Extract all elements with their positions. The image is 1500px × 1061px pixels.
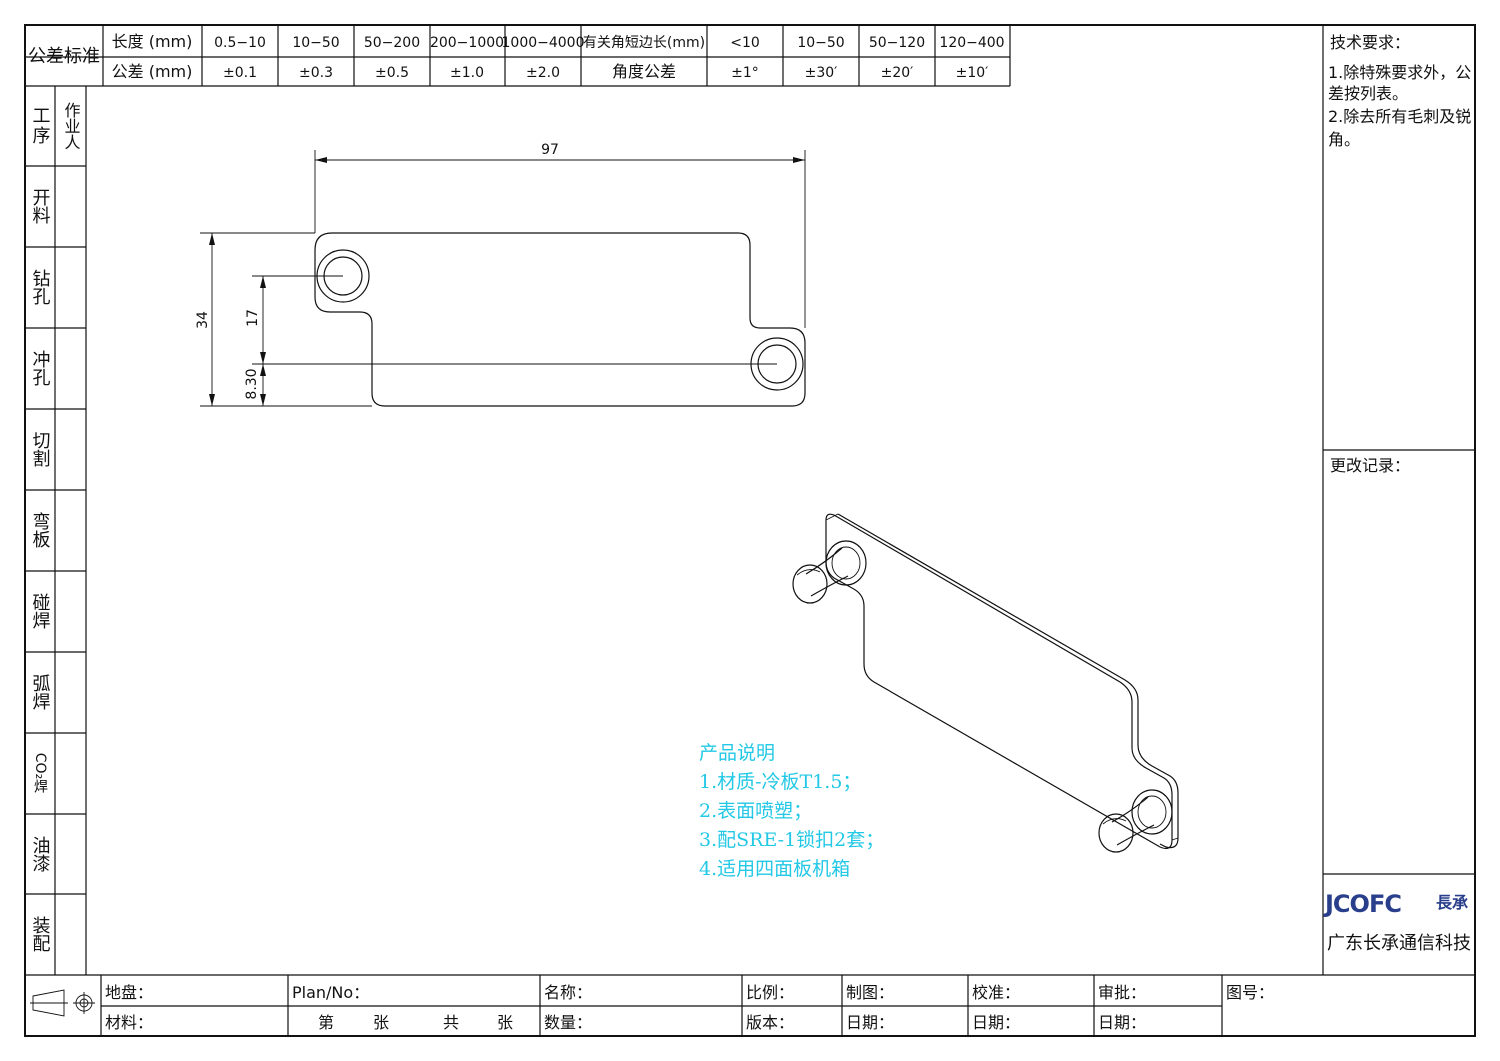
change-record-title: 更改记录： [1330,456,1410,475]
dim-hole-edge: 8.30 [244,368,260,399]
approved-date-label: 日期： [1098,1013,1146,1032]
length-tolerance: ±0.3 [299,65,333,81]
product-note: 产品说明 1.材质-冷板T1.5； 2.表面喷塑； 3.配SRE-1锁扣2套； … [699,742,884,880]
process-step: 弯板 [30,512,51,548]
tolerance-header: 公差 (mm) [112,62,193,81]
sheet-border [24,24,1476,1037]
logo-text: JCOFC [1323,890,1401,918]
company-logo: JCOFC 長承 [1323,890,1468,918]
tech-req-line: 1.除特殊要求外，公 [1328,63,1471,82]
process-step: 弧焊 [30,674,51,710]
dim-height: 34 [195,311,211,329]
projection-symbol-icon [30,989,95,1017]
company-name: 广东长承通信科技 [1327,933,1471,954]
angle-tolerance: ±10′ [956,65,989,81]
process-step: 装配 [30,916,51,952]
angle-range: 50−120 [869,35,925,51]
front-view-drawing: 97 34 17 8.30 [195,142,806,407]
length-tolerance: ±0.5 [375,65,409,81]
process-column: 工序 作业人 开料 钻孔 冲孔 切割 弯板 碰焊 弧焊 CO₂焊 油漆 装配 [25,86,87,975]
logo-chinese: 長承 [1436,893,1468,912]
sheet-unit-label: 张 [373,1013,389,1032]
approved-label: 审批： [1098,983,1146,1002]
length-range: 0.5−10 [214,35,266,51]
tech-req-title: 技术要求： [1330,33,1410,52]
right-panel: 技术要求： 1.除特殊要求外，公 差按列表。 2.除去所有毛刺及锐 角。 更改记… [1322,25,1475,975]
chassis-label: 地盘： [105,983,153,1002]
plan-no-label: Plan/No： [292,983,369,1002]
dim-hole-offset: 17 [245,309,261,327]
process-step: 开料 [30,188,51,224]
angle-tolerance-header: 角度公差 [612,62,676,81]
length-range: 200−1000 [430,35,504,51]
process-header-b: 作业人 [62,102,81,150]
process-step: CO₂焊 [32,753,48,794]
tech-req-line: 2.除去所有毛刺及锐 [1328,107,1471,126]
length-range: 10−50 [292,35,339,51]
sheet-unit-label: 张 [497,1013,513,1032]
sheet-no-label: 第 [318,1013,334,1032]
angle-tolerance: ±1° [731,65,759,81]
scale-label: 比例： [746,983,794,1002]
length-tolerance: ±1.0 [450,65,484,81]
angle-header: 有关角短边长(mm) [583,35,705,51]
quantity-label: 数量： [544,1013,592,1032]
tech-req-line: 差按列表。 [1328,84,1408,103]
angle-tolerance: ±20′ [881,65,914,81]
product-note-line: 2.表面喷塑； [699,800,812,822]
version-label: 版本： [746,1013,794,1032]
process-step: 钻孔 [30,269,51,306]
isometric-view-drawing [792,513,1179,853]
angle-range: <10 [730,35,760,51]
tolerance-title: 公差标准 [28,46,100,67]
tech-req-line: 角。 [1328,130,1360,149]
length-tolerance: ±2.0 [526,65,560,81]
checked-date-label: 日期： [972,1013,1020,1032]
angle-range: 10−50 [797,35,844,51]
product-note-line: 3.配SRE-1锁扣2套； [699,829,884,851]
drawn-label: 制图： [846,983,894,1002]
dim-width: 97 [541,142,559,158]
length-header: 长度 (mm) [112,32,193,51]
process-step: 碰焊 [30,593,51,629]
length-range: 50−200 [364,35,420,51]
angle-range: 120−400 [939,35,1004,51]
length-tolerance: ±0.1 [223,65,257,81]
length-range: 1000−4000 [502,35,585,51]
drawing-no-label: 图号： [1226,983,1274,1002]
tolerance-table: 公差标准 长度 (mm) 公差 (mm) 0.5−10 10−50 50−200… [25,25,1011,87]
process-step: 冲孔 [30,350,51,387]
drawn-date-label: 日期： [846,1013,894,1032]
product-note-line: 1.材质-冷板T1.5； [699,771,861,793]
process-step: 切割 [30,431,51,468]
material-label: 材料： [105,1013,153,1032]
sheet-total-label: 共 [443,1013,459,1032]
process-header-a: 工序 [30,106,51,146]
product-note-title: 产品说明 [699,742,775,764]
product-note-line: 4.适用四面板机箱 [699,858,850,880]
checked-label: 校准： [972,983,1020,1002]
latch-knob-icon [1098,789,1173,853]
latch-knob-icon [792,540,867,604]
title-block: 地盘： 材料： Plan/No： 第 张 共 张 名称： 数量： 比例： 版本：… [25,974,1475,1036]
name-label: 名称： [544,983,592,1002]
angle-tolerance: ±30′ [805,65,838,81]
process-step: 油漆 [30,836,51,872]
